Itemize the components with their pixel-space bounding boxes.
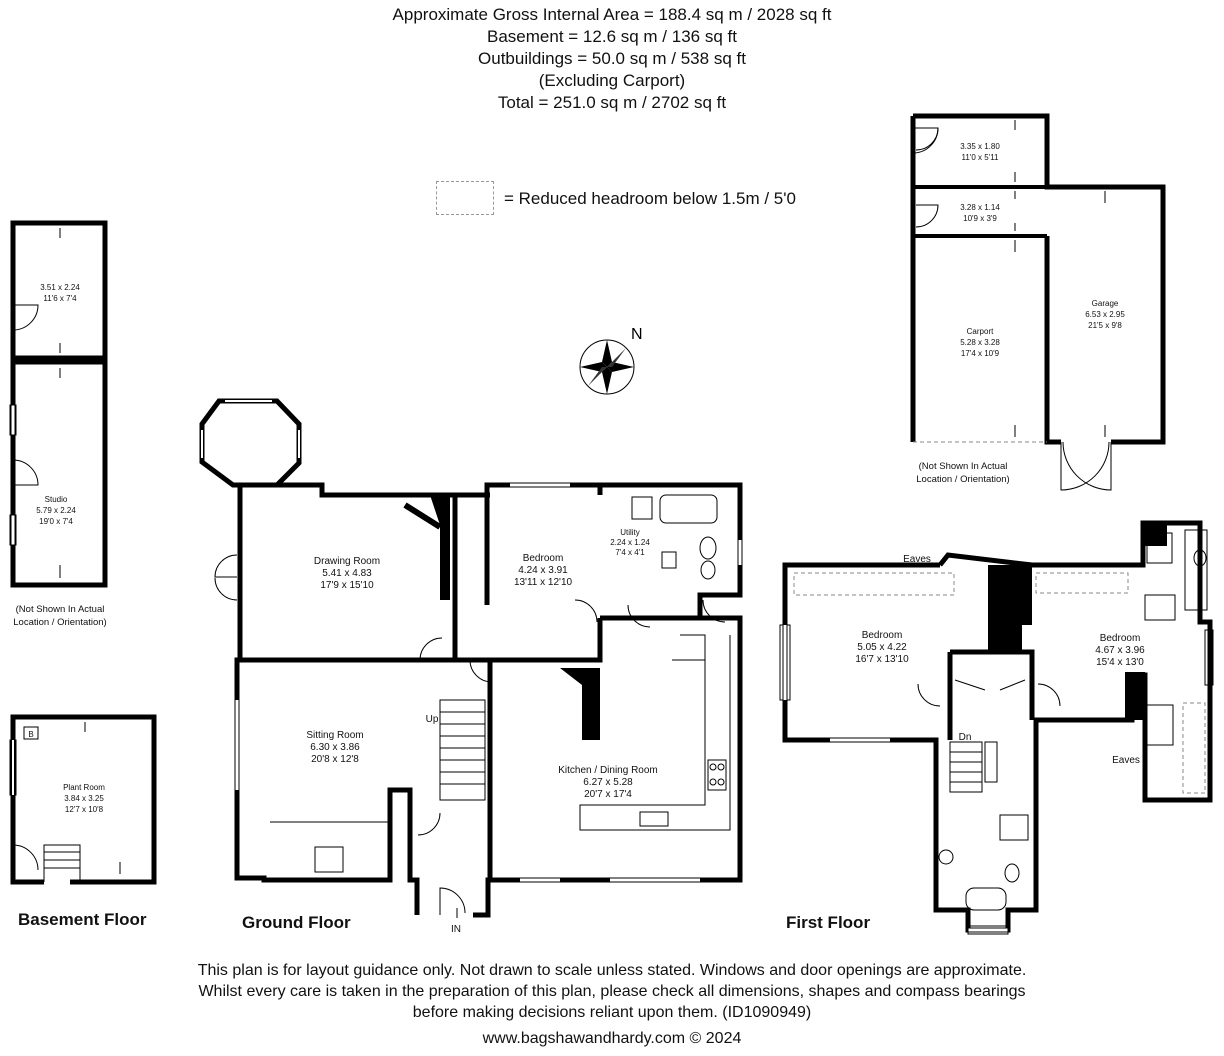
left-store-metric: 3.51 x 2.24 [40,283,80,292]
plant-room-metric: 3.84 x 3.25 [64,794,104,803]
total-area: Total = 251.0 sq m / 2702 sq ft [497,93,727,112]
ground-floor-plan: IN Up [199,398,743,935]
carport-exclusion: (Excluding Carport) [538,71,686,90]
garage-name: Garage [1092,299,1119,308]
legend-label: = Reduced headroom below 1.5m / 5'0 [504,189,796,208]
boiler-label: B [28,730,33,739]
disclaimer-line2: Whilst every care is taken in the prepar… [198,983,1026,1000]
utility-name: Utility [620,528,640,537]
first-bedroom1-imperial: 16'7 x 13'10 [855,654,909,665]
plant-room-name: Plant Room [63,783,105,792]
eaves-label-2: Eaves [1112,755,1140,766]
entrance-label: IN [451,924,461,935]
kitchen-name: Kitchen / Dining Room [558,765,658,776]
stairs-down-label: Dn [959,732,972,743]
first-floor-label: First Floor [786,913,871,932]
stairs-up-label: Up [426,714,439,725]
first-floor-plan: Dn Eaves Eaves Bedroom 5.05 x 4.22 16'7 … [779,520,1214,935]
ground-bedroom-metric: 4.24 x 3.91 [518,565,568,576]
right-store1-imperial: 11'0 x 5'11 [961,153,999,162]
disclaimer-line3: before making decisions reliant upon the… [412,1004,812,1021]
left-note-line1: (Not Shown In Actual [16,604,105,615]
carport-metric: 5.28 x 3.28 [960,338,1000,347]
compass-north-label: N [631,326,643,343]
outbuildings-area: Outbuildings = 50.0 sq m / 538 sq ft [478,49,746,68]
utility-imperial: 7'4 x 4'1 [615,548,645,557]
studio-name: Studio [45,495,68,504]
drawing-room-name: Drawing Room [314,556,380,567]
garage-metric: 6.53 x 2.95 [1085,310,1125,319]
first-bedroom1-metric: 5.05 x 4.22 [857,642,907,653]
first-bedroom2-metric: 4.67 x 3.96 [1095,645,1145,656]
sitting-room-imperial: 20'8 x 12'8 [311,754,359,765]
first-bedroom2-imperial: 15'4 x 13'0 [1096,657,1144,668]
left-outbuildings: 3.51 x 2.24 11'6 x 7'4 Studio 5.79 x 2.2… [9,220,108,628]
right-store2-metric: 3.28 x 1.14 [960,203,1000,212]
drawing-room-imperial: 17'9 x 15'10 [320,580,374,591]
basement-area: Basement = 12.6 sq m / 136 sq ft [487,27,737,46]
sitting-room-name: Sitting Room [306,730,363,741]
carport-name: Carport [967,327,994,336]
left-store-imperial: 11'6 x 7'4 [43,294,77,303]
gross-area-title: Approximate Gross Internal Area = 188.4 … [392,5,832,24]
first-bedroom2-name: Bedroom [1100,633,1141,644]
ground-bedroom-name: Bedroom [523,553,564,564]
left-note-line2: Location / Orientation) [13,617,106,628]
compass-icon: N [579,326,643,395]
ground-bedroom-imperial: 13'11 x 12'10 [514,577,573,588]
reduced-headroom-swatch [436,181,494,215]
plant-room-imperial: 12'7 x 10'8 [65,805,104,814]
right-store2-imperial: 10'9 x 3'9 [963,214,997,223]
eaves-label-1: Eaves [903,554,931,565]
website-copyright: www.bagshawandhardy.com © 2024 [482,1030,742,1047]
ground-floor-label: Ground Floor [242,913,351,932]
first-bedroom1-name: Bedroom [862,630,903,641]
carport-imperial: 17'4 x 10'9 [961,349,1000,358]
right-note-line1: (Not Shown In Actual [919,461,1008,472]
studio-metric: 5.79 x 2.24 [36,506,76,515]
garage-imperial: 21'5 x 9'8 [1088,321,1122,330]
basement-floor-label: Basement Floor [18,910,147,929]
kitchen-metric: 6.27 x 5.28 [583,777,633,788]
right-store1-metric: 3.35 x 1.80 [960,142,1000,151]
studio-imperial: 19'0 x 7'4 [39,517,73,526]
disclaimer-line1: This plan is for layout guidance only. N… [197,962,1027,979]
basement-plan: B Plant Room 3.84 x 3.25 12'7 x 10'8 [9,714,157,885]
right-note-line2: Location / Orientation) [916,474,1009,485]
drawing-room-metric: 5.41 x 4.83 [322,568,372,579]
right-outbuildings: 3.35 x 1.80 11'0 x 5'11 3.28 x 1.14 10'9… [910,113,1166,491]
sitting-room-metric: 6.30 x 3.86 [310,742,360,753]
utility-metric: 2.24 x 1.24 [610,538,650,547]
kitchen-imperial: 20'7 x 17'4 [584,789,632,800]
